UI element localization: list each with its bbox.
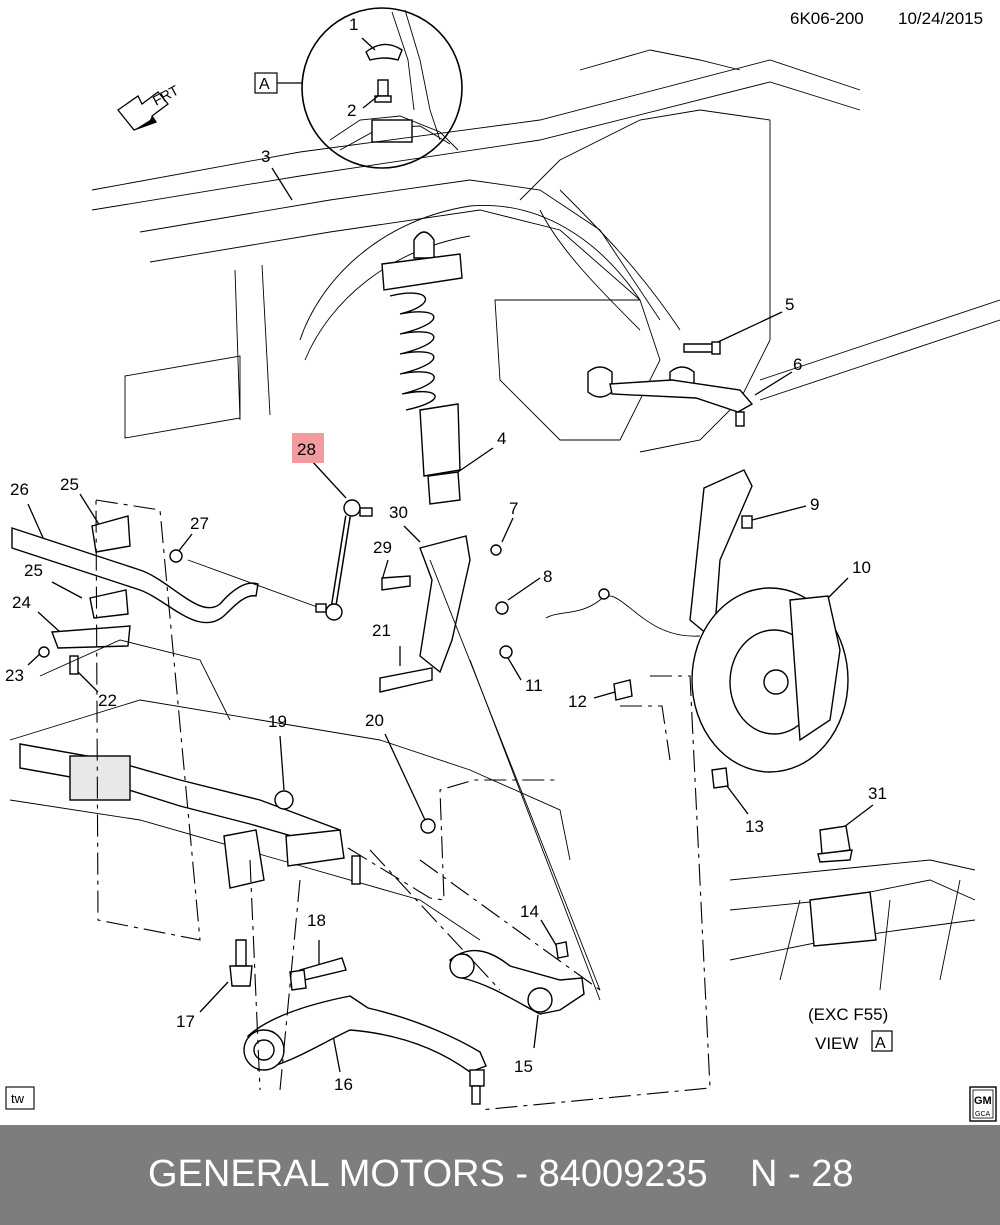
- callout-14: 14: [520, 902, 539, 921]
- callout-4: 4: [497, 429, 506, 448]
- view-note-tag-box: [871, 1030, 893, 1052]
- callout-11: 11: [525, 676, 543, 695]
- callout-17: 17: [176, 1012, 195, 1031]
- callout-24: 24: [12, 593, 31, 612]
- callout-3: 3: [261, 147, 270, 166]
- callout-26: 26: [10, 480, 29, 499]
- callout-18: 18: [307, 911, 326, 930]
- svg-text:GM: GM: [974, 1095, 992, 1107]
- callout-20: 20: [365, 711, 384, 730]
- callout-13: 13: [745, 817, 764, 836]
- callout-16: 16: [334, 1075, 353, 1094]
- lower-control-arm-15: [449, 941, 585, 1015]
- callout-labels: 1 2 3 4 5 6 7 8 9 10 11 12 13 14 15 16 1…: [5, 15, 887, 1094]
- footer-bar: GENERAL MOTORS - 84009235 N - 28: [0, 1125, 1000, 1225]
- callout-6: 6: [793, 355, 802, 374]
- cradle-and-steering-rack: [9, 639, 571, 941]
- callout-25b: 25: [24, 561, 43, 580]
- view-note-exc: (EXC F55): [808, 1005, 888, 1024]
- view-tag-letter: A: [259, 76, 270, 93]
- callout-23: 23: [5, 666, 24, 685]
- tw-mark-box: [5, 1086, 35, 1110]
- callout-30: 30: [389, 503, 408, 522]
- front-direction-arrow-icon: FRT: [117, 82, 182, 131]
- footer-page-number: N - 28: [750, 1153, 854, 1195]
- callout-2: 2: [347, 101, 356, 120]
- callout-29: 29: [373, 538, 392, 557]
- callout-7: 7: [509, 499, 518, 518]
- callout-9: 9: [810, 495, 819, 514]
- callout-25a: 25: [60, 475, 79, 494]
- callout-15: 15: [514, 1057, 533, 1076]
- knuckle-and-brake: [545, 469, 849, 789]
- highlight-box-28: [292, 433, 324, 463]
- callout-12: 12: [568, 692, 587, 711]
- callout-5: 5: [785, 295, 794, 314]
- upper-body-structure: [91, 49, 1000, 453]
- knuckle-links: [379, 535, 601, 1001]
- gm-logo-icon: GM GCA: [969, 1086, 997, 1122]
- bolts-17-18: [229, 855, 361, 991]
- diagram-date: 10/24/2015: [898, 9, 983, 28]
- callout-8: 8: [543, 567, 552, 586]
- parts-diagram: 6K06-200 10/24/2015 FRT A: [5, 7, 1000, 1122]
- footer-brand-part-number: GENERAL MOTORS - 84009235: [148, 1153, 708, 1195]
- callout-19: 19: [268, 712, 287, 731]
- stabilizer-bar: [11, 515, 321, 675]
- detail-circle-a: [301, 7, 463, 169]
- stabilizer-link: [315, 499, 373, 621]
- callout-10: 10: [852, 558, 871, 577]
- callout-22: 22: [98, 691, 117, 710]
- view-a-detail: [729, 825, 976, 991]
- view-note-view: VIEW: [815, 1034, 858, 1053]
- callout-1: 1: [349, 15, 358, 34]
- callout-31: 31: [868, 784, 887, 803]
- strut-assembly: [381, 231, 463, 505]
- diagram-code: 6K06-200: [790, 9, 864, 28]
- svg-text:GCA: GCA: [975, 1111, 991, 1118]
- tw-mark: tw: [11, 1091, 25, 1106]
- view-note-tag-letter: A: [875, 1035, 886, 1052]
- callout-21: 21: [372, 621, 391, 640]
- callout-28: 28: [297, 440, 316, 459]
- guide-lines: [95, 499, 711, 1111]
- upper-control-arm: [587, 341, 754, 427]
- leader-lines: [27, 37, 874, 1073]
- callout-27: 27: [190, 514, 209, 533]
